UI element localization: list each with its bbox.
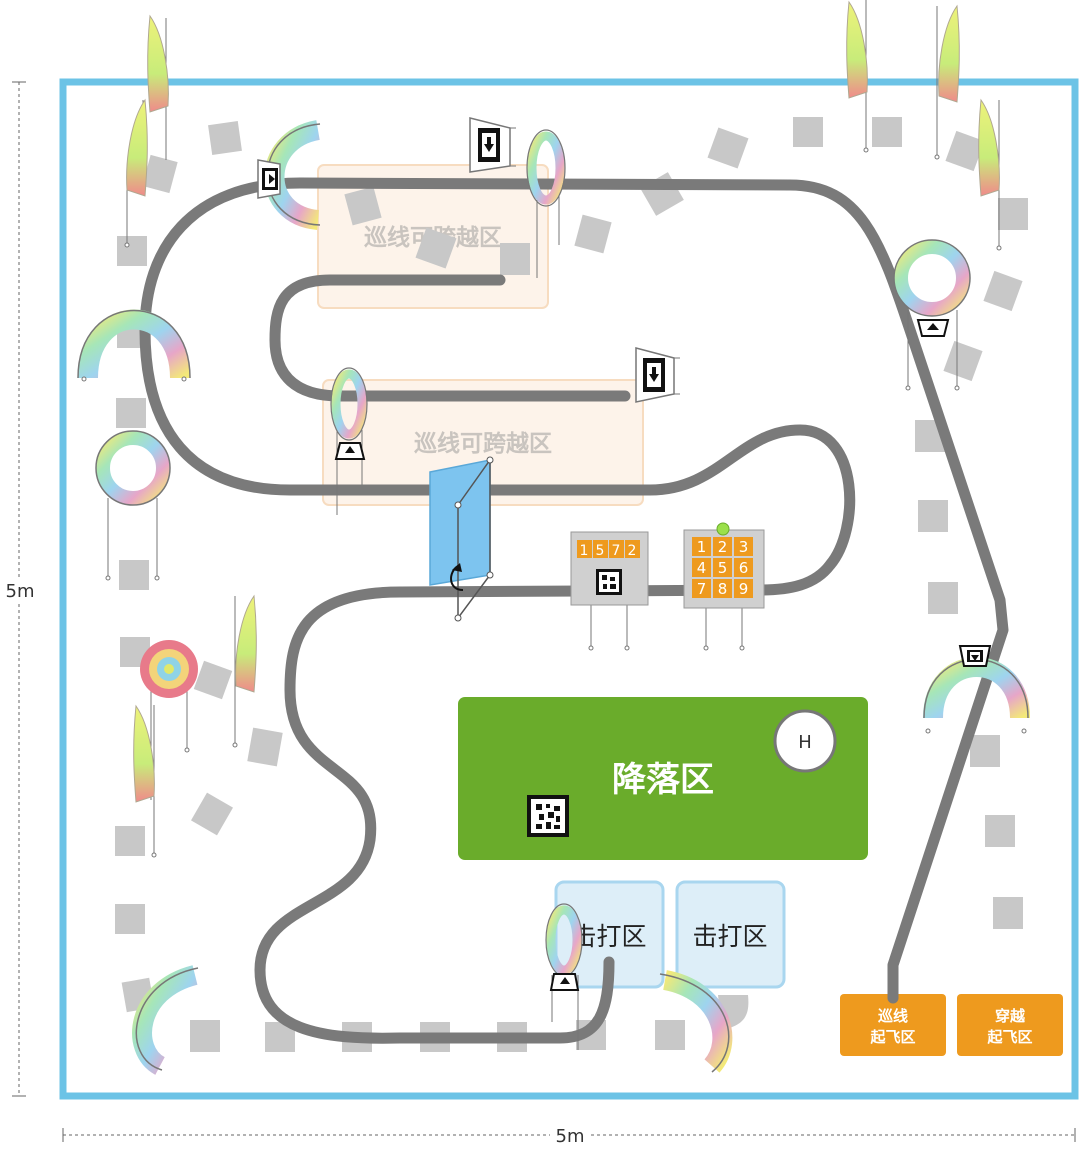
keypad-key-label: 4 xyxy=(697,559,707,577)
keypad-key xyxy=(692,558,711,577)
door-icon xyxy=(429,456,494,622)
target-icon xyxy=(140,640,198,800)
field-border xyxy=(59,78,1079,1100)
rainbow-oval-icon-top xyxy=(526,129,566,278)
width-label: 5m xyxy=(556,1126,585,1147)
rainbow-oval-icon-bottom xyxy=(545,903,583,1050)
rainbow-ring-icon-left xyxy=(95,430,171,581)
width-dimension: 5m xyxy=(62,1124,1076,1148)
keypad-key xyxy=(713,537,732,556)
arrow-marker-icon-top xyxy=(469,117,516,173)
keypad-indicator xyxy=(716,522,730,536)
code-digit-1: 1 xyxy=(580,543,589,559)
landing-qr-code-icon xyxy=(527,795,569,837)
flag-icon-6 xyxy=(232,595,257,748)
helipad xyxy=(773,709,837,773)
keypad-key xyxy=(692,537,711,556)
keypad-key-label: 3 xyxy=(739,538,749,556)
patrol-track xyxy=(139,177,1009,1044)
rainbow-ring-icon-right xyxy=(893,239,971,391)
keypad-key-label: 9 xyxy=(739,580,749,598)
keypad-key xyxy=(734,579,753,598)
height-label: 5m xyxy=(6,581,35,602)
flag-icon-5 xyxy=(978,99,1002,251)
keypad-key-label: 7 xyxy=(697,580,707,598)
arrow-marker-icon-arch xyxy=(958,645,992,667)
keypad-key xyxy=(713,579,732,598)
strike-zone-2 xyxy=(675,880,786,989)
code-digit-3: 7 xyxy=(612,543,621,559)
patrol-track-inner xyxy=(269,274,631,402)
strike-zone-1-label: 击打区 xyxy=(571,922,646,951)
keypad-key xyxy=(734,537,753,556)
keypad-key-label: 8 xyxy=(718,580,728,598)
line-takeoff-label-1: 巡线 xyxy=(878,1007,908,1025)
flag-icon-2 xyxy=(124,99,148,248)
flag-icon-3 xyxy=(846,0,869,153)
code-digit-4: 2 xyxy=(628,543,637,559)
cross-takeoff-label-1: 穿越 xyxy=(995,1007,1026,1025)
rainbow-arch-icon-bottom-right xyxy=(659,970,733,1073)
rainbow-arch-icon-bottom-left xyxy=(132,965,199,1075)
flag-icon-7 xyxy=(133,705,157,858)
keypad-key xyxy=(692,579,711,598)
rainbow-oval-icon-mid xyxy=(330,367,368,515)
line-takeoff-zone xyxy=(840,994,946,1056)
flag-icon-1 xyxy=(147,15,169,160)
line-takeoff-label-2: 起飞区 xyxy=(869,1028,915,1046)
arrow-marker-icon-left xyxy=(257,159,281,199)
helipad-label: H xyxy=(798,732,812,753)
arrow-marker-icon-right xyxy=(635,347,680,403)
rainbow-arch-icon-left xyxy=(77,309,191,382)
cross-takeoff-zone xyxy=(957,994,1063,1056)
code-panel: 1 5 7 2 xyxy=(570,531,649,651)
keypad-key-label: 5 xyxy=(718,559,728,577)
height-dimension: 5m xyxy=(2,81,40,1097)
keypad-key-label: 2 xyxy=(718,538,728,556)
line-cross-zone-2-label: 巡线可跨越区 xyxy=(414,430,552,457)
code-digit-2: 5 xyxy=(596,543,605,559)
flag-icon-4 xyxy=(934,5,960,160)
keypad-key xyxy=(713,558,732,577)
keypad-key-label: 6 xyxy=(739,559,749,577)
strike-zone-2-label: 击打区 xyxy=(692,922,767,951)
landing-zone-label: 降落区 xyxy=(612,760,714,800)
cross-takeoff-label-2: 起飞区 xyxy=(986,1028,1032,1046)
keypad-key-label: 1 xyxy=(697,538,707,556)
keypad-key xyxy=(734,558,753,577)
